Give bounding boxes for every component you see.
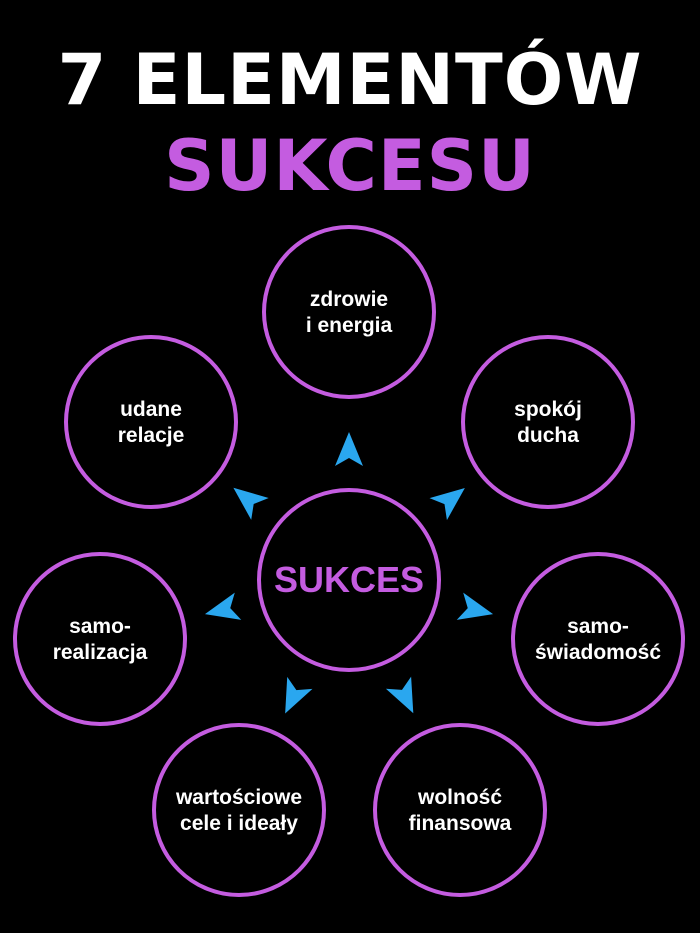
node-label-line: udane <box>120 398 182 421</box>
arrow-icon <box>335 432 363 466</box>
arrow-icon <box>456 592 494 620</box>
nodes-layer: zdrowie i energia spokój ducha samo-świadomo… <box>13 225 685 897</box>
node-label-line: relacje <box>118 424 185 447</box>
arrow-icon <box>204 592 242 620</box>
arrows-layer <box>204 432 494 714</box>
center-circle <box>257 488 441 672</box>
arrow-icon <box>429 487 465 521</box>
arrow-icon <box>285 676 313 714</box>
arrow-icon <box>385 676 414 714</box>
title-line-1: 7 ELEMENTÓW <box>57 39 643 121</box>
node-label-line: samo- <box>69 615 131 638</box>
arrow-icon <box>233 487 269 520</box>
node-circle <box>511 552 685 726</box>
node-label-line: cele i ideały <box>180 812 298 835</box>
node-label-line: samo- <box>567 615 629 638</box>
node-label-line: wartościowe <box>175 786 302 809</box>
node-zdrowie: zdrowie i energia <box>262 225 436 399</box>
node-label-line: świadomość <box>535 641 661 664</box>
node-circle <box>461 335 635 509</box>
node-samoreal: samo-realizacja <box>13 552 187 726</box>
node-relacje: udane relacje <box>64 335 238 509</box>
node-circle <box>64 335 238 509</box>
node-circle <box>152 723 326 897</box>
node-circle <box>373 723 547 897</box>
node-spokoj: spokój ducha <box>461 335 635 509</box>
title-line-2: SUKCESU <box>164 125 536 207</box>
node-label-line: zdrowie <box>310 288 388 311</box>
node-wartosci: wartościowe cele i ideały <box>152 723 326 897</box>
node-label-line: realizacja <box>53 641 148 664</box>
node-label-line: i energia <box>306 314 393 337</box>
node-wolnosc: wolność finansowa <box>373 723 547 897</box>
node-label-line: spokój <box>514 398 582 421</box>
center-node: SUKCES <box>257 488 441 672</box>
node-circle <box>13 552 187 726</box>
node-samoswiad: samo-świadomość <box>511 552 685 726</box>
node-label-line: ducha <box>517 424 579 447</box>
center-label: SUKCES <box>274 559 424 600</box>
node-label-line: finansowa <box>409 812 512 835</box>
node-label-line: wolność <box>417 786 502 809</box>
node-circle <box>262 225 436 399</box>
